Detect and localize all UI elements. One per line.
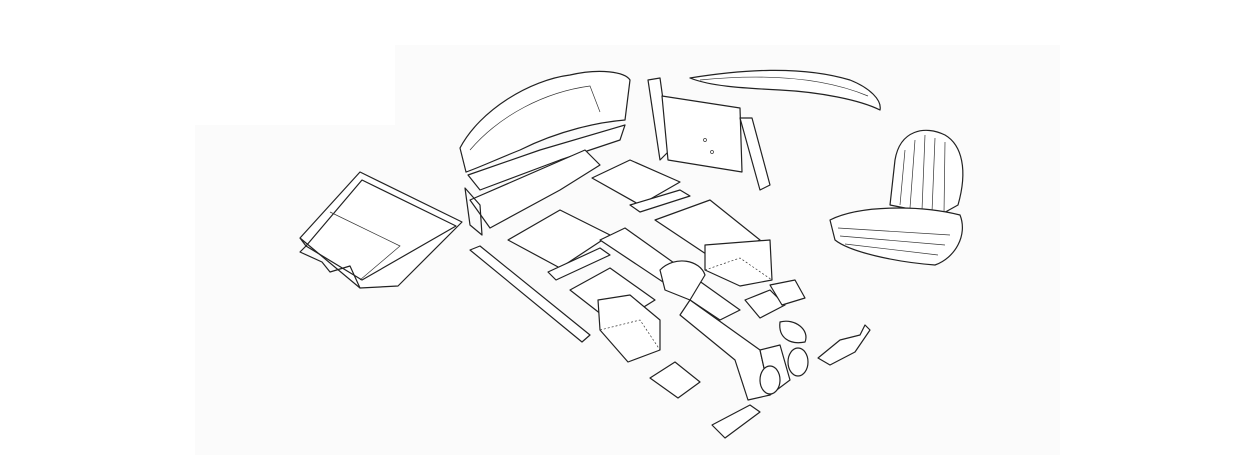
seat <box>829 129 964 266</box>
dashboard-top-panel <box>689 69 881 111</box>
side-trim-panels <box>647 77 771 191</box>
trunk-floor-panel <box>299 171 463 289</box>
rear-bulkhead-panel <box>459 70 631 236</box>
small-trim-pieces <box>649 279 871 439</box>
tunnel-panels <box>597 239 809 401</box>
